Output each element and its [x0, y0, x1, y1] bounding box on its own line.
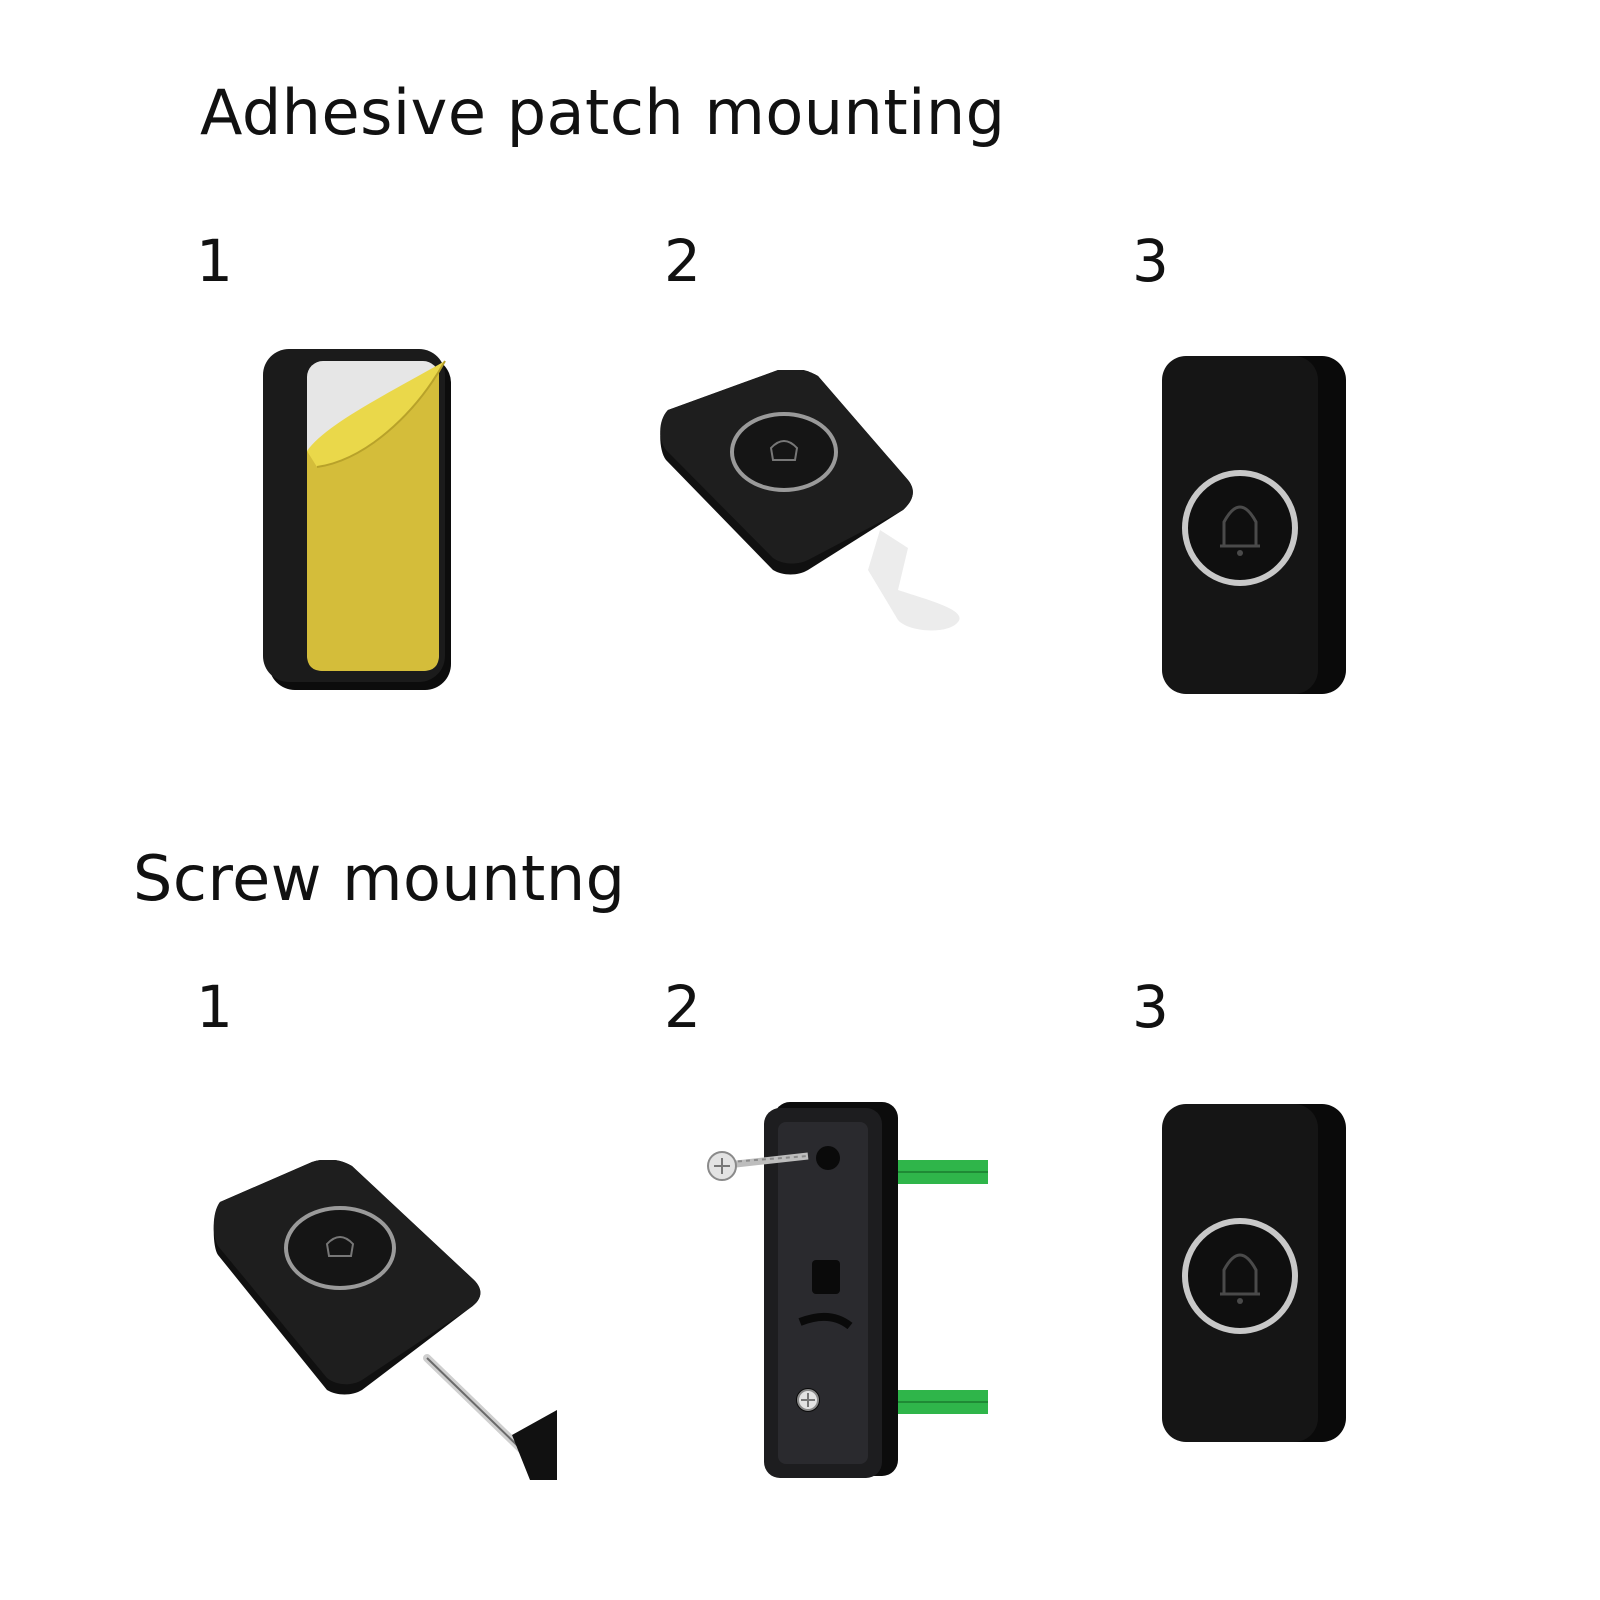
step-number: 3	[1132, 973, 1169, 1041]
battery-tab-device-illustration	[660, 370, 960, 631]
section-title-screw: Screw mountng	[133, 842, 626, 915]
doorbell-front-illustration	[1162, 1104, 1346, 1442]
step-number: 2	[664, 973, 701, 1041]
screwdriver-device-illustration	[213, 1160, 557, 1480]
step-number: 1	[196, 973, 233, 1041]
step-number: 2	[664, 227, 701, 295]
step-number: 1	[196, 227, 233, 295]
backplate-screws-illustration	[707, 1102, 988, 1478]
step-number: 3	[1132, 227, 1169, 295]
section-title-adhesive: Adhesive patch mounting	[200, 76, 1006, 149]
adhesive-patch-device-illustration	[263, 349, 451, 690]
doorbell-front-illustration	[1162, 356, 1346, 694]
